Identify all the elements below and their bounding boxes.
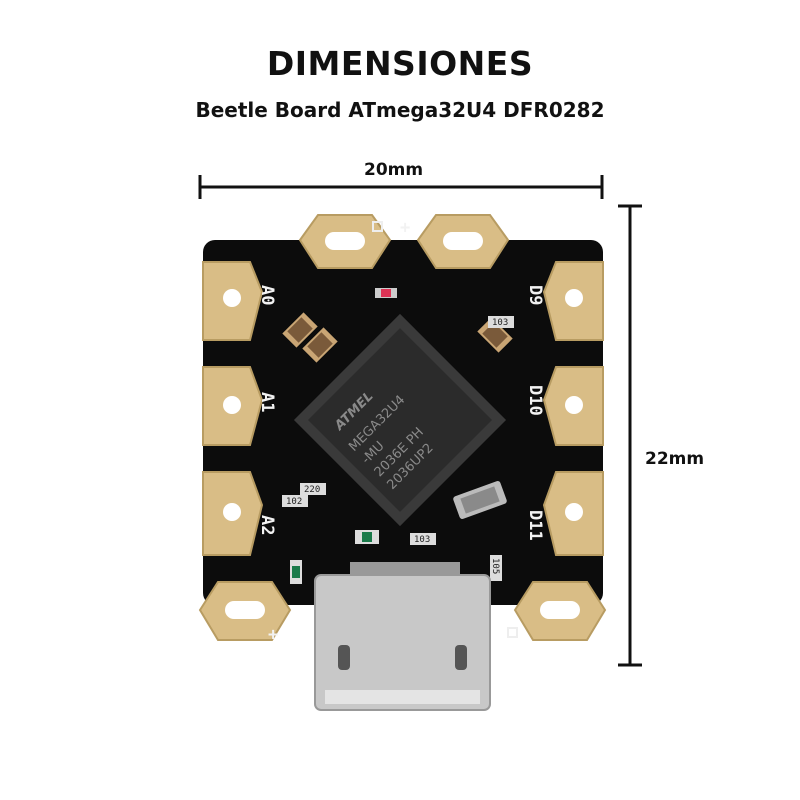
pin-label-a0: A0: [257, 285, 277, 305]
height-dimension-line: [618, 204, 642, 667]
resistor-labels: 103 220 102 103 105: [282, 316, 514, 581]
side-pad-holes: [223, 289, 583, 521]
pin-label-a2: A2: [257, 515, 277, 535]
svg-text:103: 103: [414, 535, 430, 545]
plus-label-bottom: +: [268, 625, 278, 645]
svg-text:103: 103: [492, 318, 508, 328]
svg-text:220: 220: [304, 485, 320, 495]
smd-components: [282, 288, 513, 584]
micro-usb-connector: [314, 562, 491, 711]
svg-text:102: 102: [286, 497, 302, 507]
plus-label-top: +: [400, 218, 410, 238]
svg-text:105: 105: [490, 558, 500, 574]
width-dimension-line: [198, 175, 604, 199]
pin-label-d10: D10: [525, 385, 545, 416]
width-dimension-label: 20mm: [364, 160, 424, 180]
hex-pads: [198, 214, 607, 641]
pin-label-d11: D11: [525, 510, 545, 541]
page-title: DIMENSIONES: [266, 44, 534, 83]
pin-label-a1: A1: [257, 392, 277, 412]
minus-marker-bottom: [507, 627, 518, 638]
page-subtitle: Beetle Board ATmega32U4 DFR0282: [195, 98, 605, 122]
minus-marker-top: [372, 221, 383, 232]
height-dimension-label: 22mm: [645, 449, 705, 469]
pad-holes: [225, 232, 580, 619]
pin-label-d9: D9: [525, 285, 545, 305]
